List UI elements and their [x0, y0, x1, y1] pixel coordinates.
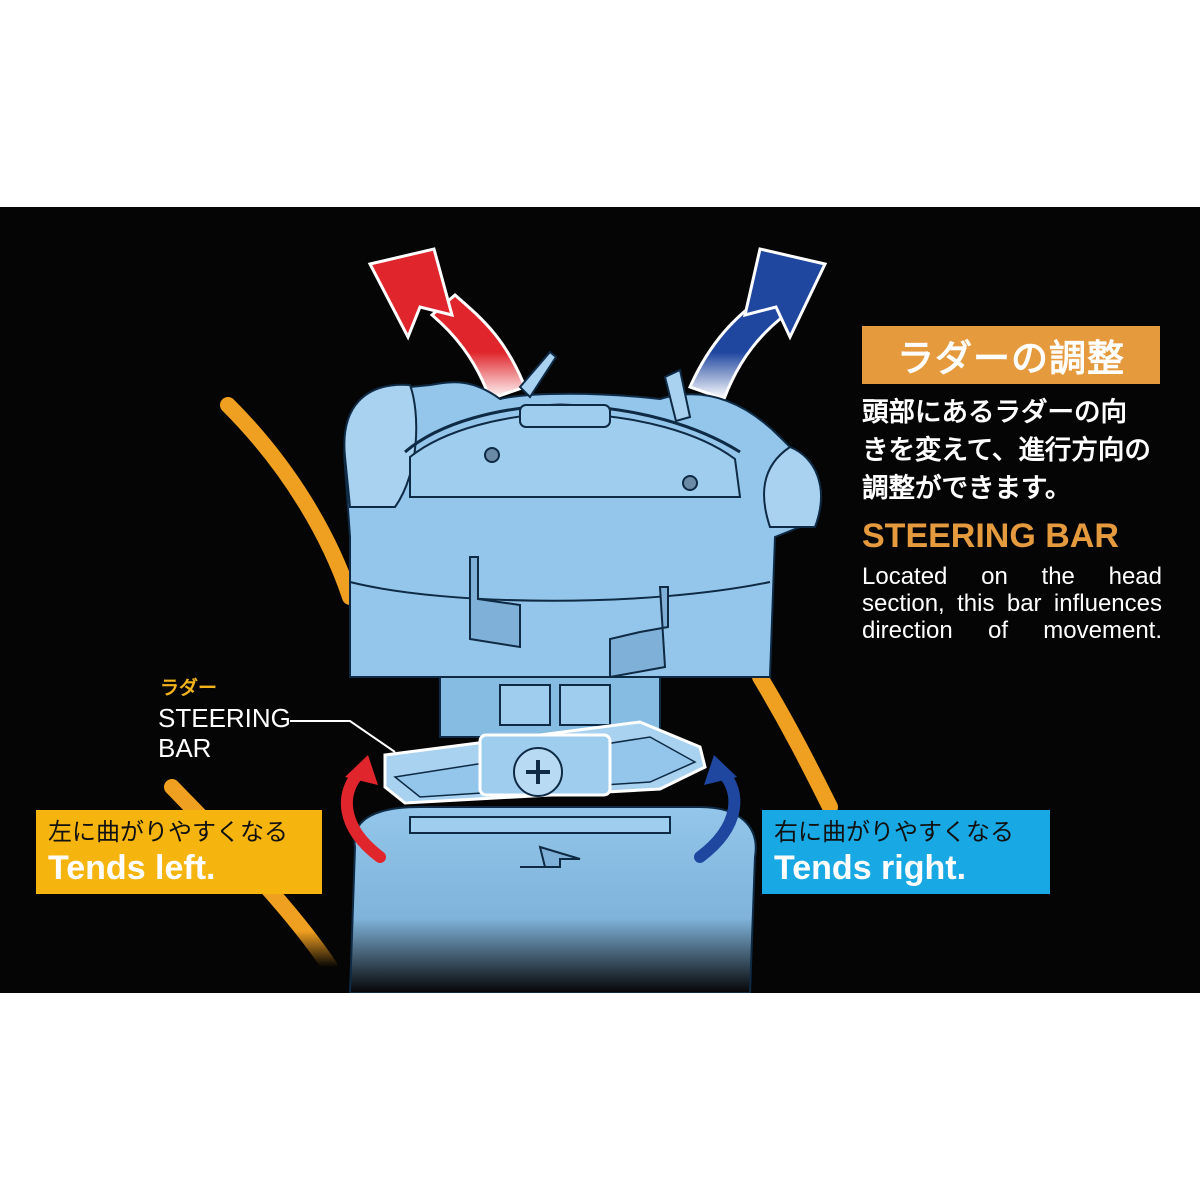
- rudder-label-jp: ラダー: [160, 677, 218, 699]
- tends-right-jp: 右に曲がりやすくなる: [774, 818, 1014, 846]
- rudder-label-en-line: STEERING: [158, 703, 291, 733]
- left-turn-arrow-red: [367, 247, 527, 401]
- label-leader-line: [290, 720, 396, 753]
- tends-left-label: 左に曲がりやすくなる Tends left.: [36, 810, 322, 894]
- rudder-label-en: STEERING BAR: [158, 703, 298, 763]
- tends-left-en: Tends left.: [48, 849, 216, 887]
- description-en-line: section, this bar influences: [862, 590, 1162, 617]
- small-arrow-right-blue: [694, 755, 741, 863]
- description-jp-line: 調整ができます。: [862, 473, 1072, 504]
- right-turn-arrow-blue: [687, 247, 828, 401]
- robot-body: [348, 806, 757, 993]
- description-en: Located on the head section, this bar in…: [862, 563, 1162, 644]
- section-title-en: STEERING BAR: [862, 517, 1119, 555]
- description-jp-line: きを変えて、進行方向の: [862, 435, 1151, 466]
- description-en-line: direction of movement.: [862, 617, 1162, 644]
- small-arrow-left-red: [341, 755, 386, 863]
- tends-left-jp: 左に曲がりやすくなる: [48, 818, 288, 846]
- description-jp-line: 頭部にあるラダーの向: [862, 397, 1127, 428]
- steering-bar: [383, 720, 707, 805]
- description-en-line: Located on the head: [862, 563, 1162, 590]
- track-line-right: [752, 669, 838, 815]
- section-title-jp: ラダーの調整: [862, 326, 1160, 384]
- rudder-label-en-line: BAR: [158, 733, 212, 763]
- description-jp: 頭部にあるラダーの向 きを変えて、進行方向の 調整ができます。: [862, 394, 1182, 508]
- steering-illustration: [164, 247, 838, 993]
- robot-head: [343, 350, 822, 738]
- tends-right-label: 右に曲がりやすくなる Tends right.: [762, 810, 1050, 894]
- tends-right-en: Tends right.: [774, 849, 967, 887]
- track-line-left: [220, 397, 358, 605]
